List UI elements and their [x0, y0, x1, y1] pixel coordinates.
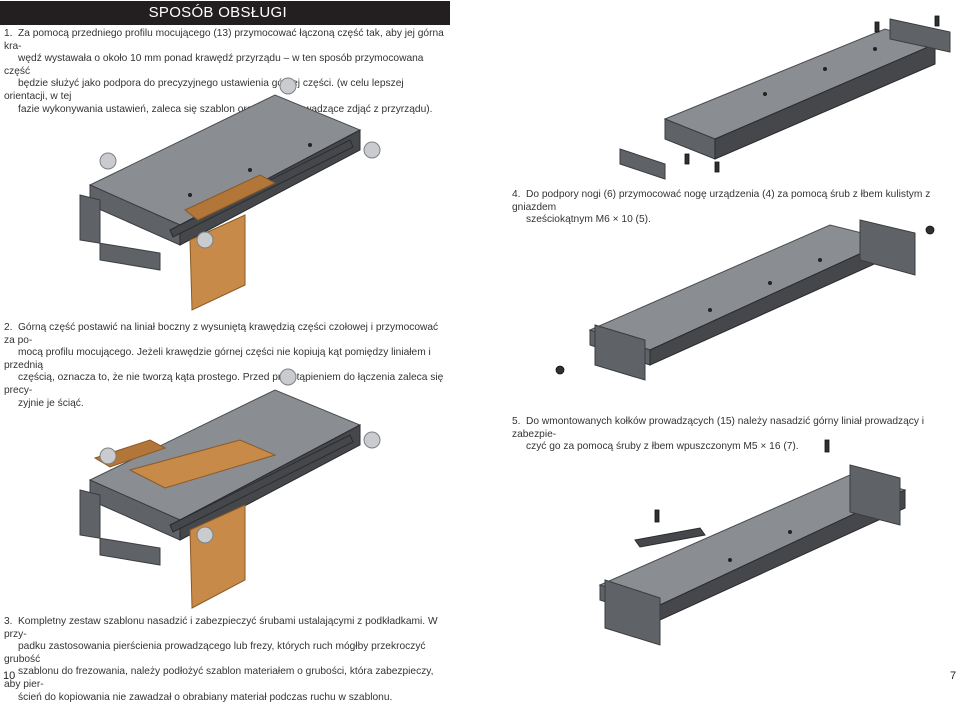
leg-right [859, 219, 916, 276]
figure-step-5-jig-with-guide-rail [598, 439, 907, 646]
jig-leg-bracket [79, 194, 161, 271]
step-2-line-4: zyjnie je ściąć. [18, 397, 84, 409]
step-4-number: 4. [512, 189, 521, 200]
leg-support-right [889, 18, 951, 53]
figure-step-2-jig-with-top-board [79, 368, 381, 609]
knob-right-icon [363, 141, 381, 159]
step-4-line-1: Do podpory nogi (6) przymocować nogę urz… [512, 189, 931, 213]
screw-icon [714, 161, 720, 173]
step-3-number: 3. [4, 616, 13, 627]
knob-front-icon [196, 231, 214, 249]
step-1-number: 1. [4, 28, 13, 39]
screw-icon [654, 509, 660, 523]
step-4: 4.Do podpory nogi (6) przymocować nogę u… [512, 189, 958, 227]
step-1-line-3: będzie służyć jako podpora do precyzyjne… [4, 78, 404, 102]
step-1-line-2: wędź wystawała o około 10 mm ponad krawę… [4, 53, 424, 77]
figure-step-1-jig-with-front-board [79, 77, 381, 311]
step-1-line-4: fazie wykonywania ustawień, zaleca się s… [18, 103, 433, 115]
step-3-line-1: Kompletny zestaw szablonu nasadzić i zab… [4, 616, 438, 640]
step-5-line-1: Do wmontowanych kołków prowadzących (15)… [512, 416, 925, 440]
step-5: 5.Do wmontowanych kołków prowadzących (1… [512, 416, 958, 454]
figure-step-4-assembled-jig [555, 219, 935, 381]
step-5-line-2: czyć go za pomocą śruby z łbem wpuszczon… [526, 441, 799, 453]
step-2-number: 2. [4, 322, 13, 333]
guide-rail-top [634, 527, 706, 548]
step-2-line-2: mocą profilu mocującego. Jeżeli krawędzi… [4, 347, 431, 371]
knob-left-icon [99, 447, 117, 465]
front-board-top-edge [184, 174, 277, 221]
leg-left [604, 579, 661, 646]
step-1-line-1: Za pomocą przedniego profilu mocującego … [4, 28, 444, 52]
leg-right [849, 464, 901, 526]
jig-leg-bracket [79, 489, 161, 566]
step-5-number: 5. [512, 416, 521, 427]
screw-icon [824, 439, 830, 453]
knob-top-icon [279, 77, 297, 95]
knob-right-icon [363, 431, 381, 449]
step-2-line-3: częścią, oznacza to, że nie tworzą kąta … [4, 372, 444, 396]
step-3-line-4: ścień do kopiowania nie zawadzał o obrab… [18, 691, 393, 703]
step-1: 1.Za pomocą przedniego profilu mocująceg… [4, 28, 450, 116]
knob-left-icon [99, 152, 117, 170]
section-title: SPOSÓB OBSŁUGI [148, 4, 287, 21]
clamp-profile [169, 434, 354, 533]
screw-icon [925, 225, 935, 235]
step-3: 3.Kompletny zestaw szablonu nasadzić i z… [4, 616, 450, 704]
page-number-right: 7 [950, 670, 957, 682]
figure-step-4-exploded-jig [619, 15, 951, 180]
screw-icon [555, 365, 565, 375]
leg-left [594, 324, 646, 381]
step-2: 2.Górną część postawić na liniał boczny … [4, 322, 450, 410]
step-3-line-2: padku zastosowania pierścienia prowadząc… [4, 641, 426, 665]
screw-icon [874, 21, 880, 33]
page-number-left: 10 [3, 670, 16, 682]
step-3-line-3: szablonu do frezowania, należy podłożyć … [4, 666, 434, 690]
leg-support-left [619, 148, 666, 180]
knob-top-icon [279, 368, 297, 386]
step-4-line-2: sześciokątnym M6 × 10 (5). [526, 214, 651, 226]
section-header-bar: SPOSÓB OBSŁUGI [0, 1, 450, 25]
screw-icon [934, 15, 940, 27]
step-2-line-1: Górną część postawić na liniał boczny z … [4, 322, 439, 346]
top-board [128, 439, 277, 489]
jig-right-side [714, 43, 936, 160]
knob-front-icon [196, 526, 214, 544]
jig-top-plate [588, 224, 892, 351]
screw-icon [684, 153, 690, 165]
